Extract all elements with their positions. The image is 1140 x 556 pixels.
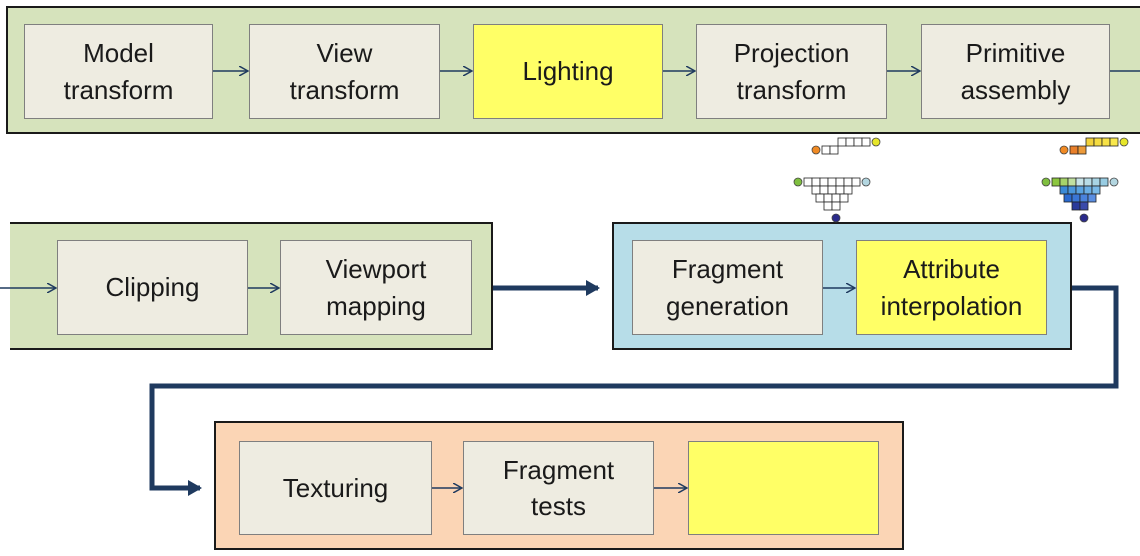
viewport-mapping-box: Viewport mapping [280,240,472,335]
attribute-interpolation-box: Attribute interpolation [856,240,1047,335]
clipping-box: Clipping [57,240,248,335]
primitive-assembly-box: Primitive assembly [921,24,1110,119]
output-box [688,441,879,535]
model-transform-box: Model transform [24,24,213,119]
primitive-colored-glyph [1041,137,1129,223]
primitive-outline-glyph [793,137,881,223]
texturing-box: Texturing [239,441,432,535]
fragment-tests-box: Fragment tests [463,441,654,535]
projection-transform-box: Projection transform [696,24,887,119]
fragment-generation-box: Fragment generation [632,240,823,335]
lighting-box: Lighting [473,24,663,119]
view-transform-box: View transform [249,24,440,119]
